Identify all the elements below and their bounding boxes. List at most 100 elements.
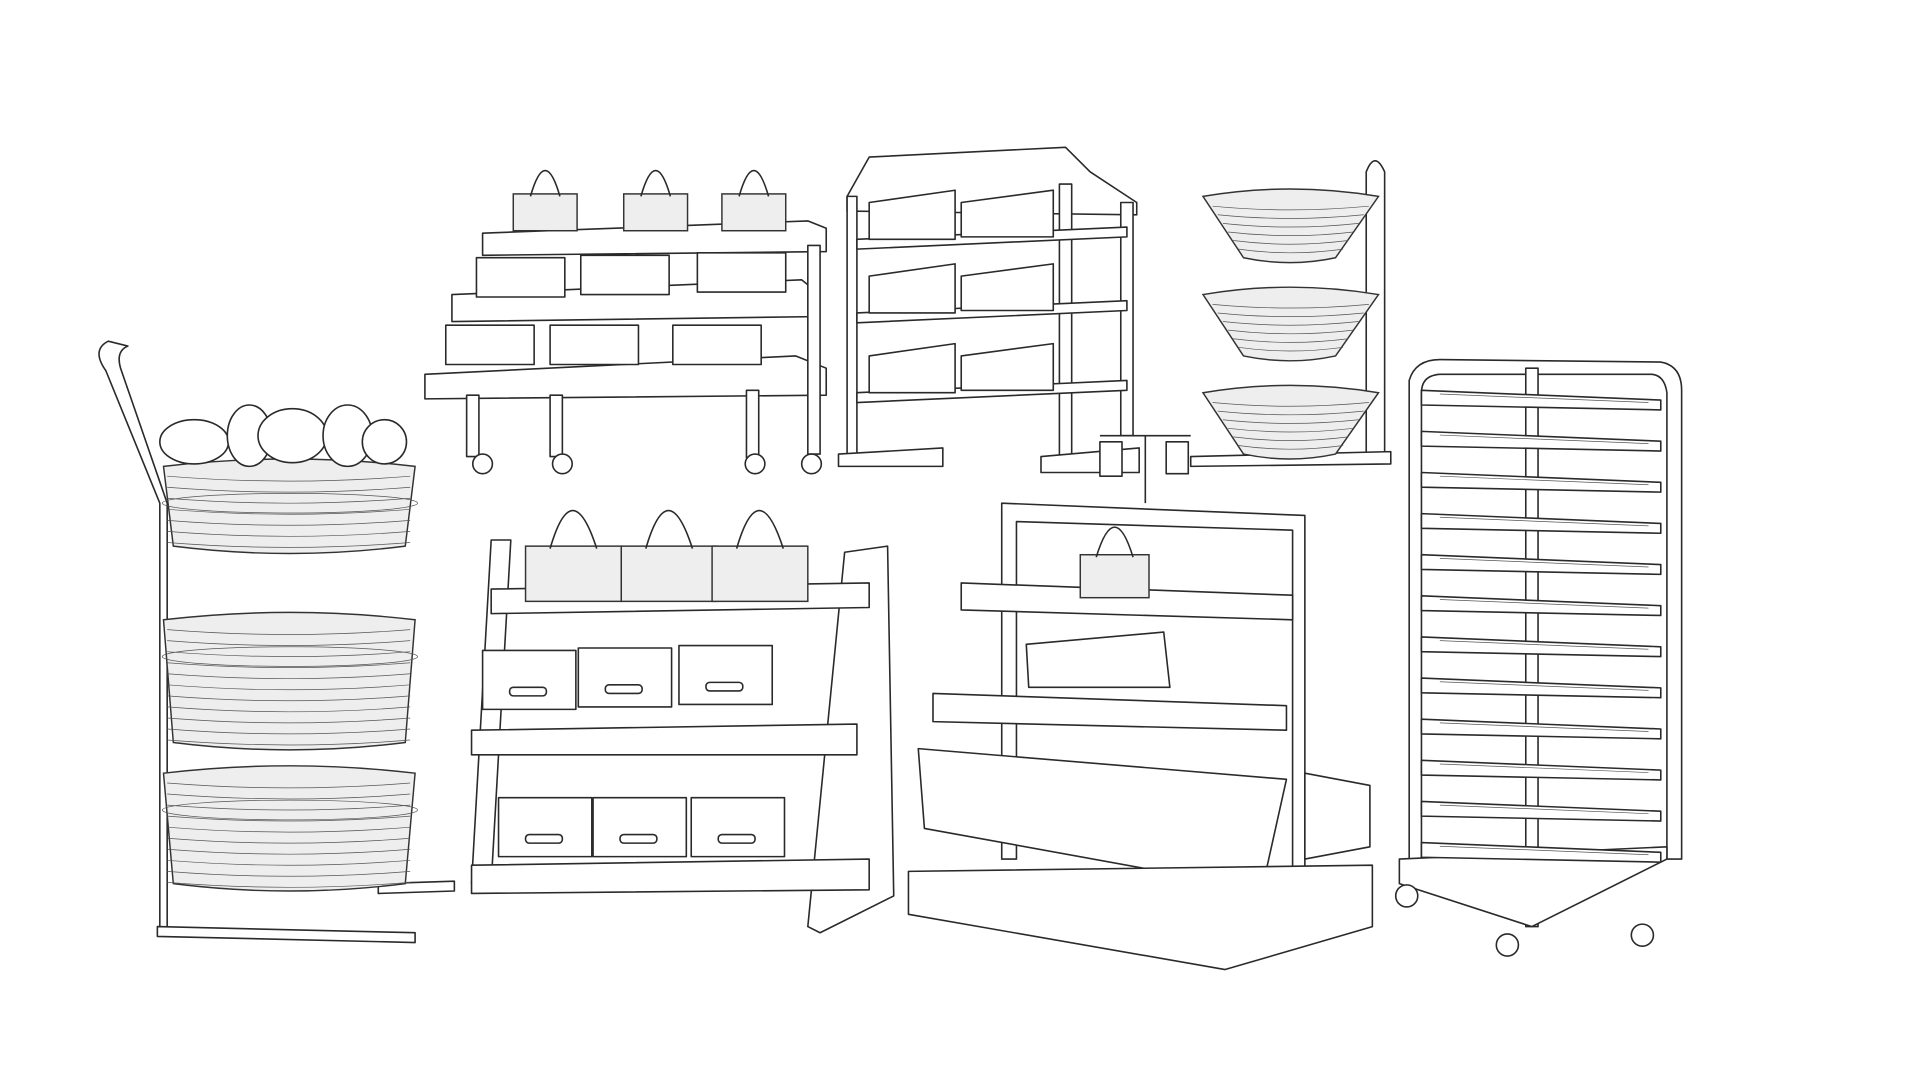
crate <box>497 796 593 858</box>
crate <box>678 644 774 706</box>
basket-handle <box>640 169 672 197</box>
crate <box>475 256 566 298</box>
tray-grid <box>1439 599 1649 609</box>
weave-line <box>1233 338 1349 343</box>
tray-grid <box>1439 393 1649 403</box>
weave-line <box>167 882 411 888</box>
caster-wheel <box>744 453 766 475</box>
wicker-basket-stand <box>98 340 456 944</box>
weave-line <box>167 793 411 800</box>
weave-line <box>1233 436 1349 441</box>
sign-hanger <box>1099 434 1191 504</box>
caster-wheel <box>1394 884 1419 908</box>
crate-handle-cutout <box>619 833 658 844</box>
weave-line <box>167 508 411 515</box>
stand-base <box>156 925 416 944</box>
baking-tray <box>1420 512 1662 535</box>
crate <box>549 324 640 366</box>
basket-ring <box>161 492 418 514</box>
wicker-basket <box>162 458 416 555</box>
caster-wheel <box>471 453 494 475</box>
crate-handle-cutout <box>524 833 564 844</box>
small-basket <box>512 193 578 232</box>
weave-line <box>1217 410 1364 416</box>
basket-handle <box>529 169 561 197</box>
weave-line <box>167 519 411 526</box>
weave-line <box>167 859 411 866</box>
crate-display-unit <box>907 434 1374 971</box>
crate <box>690 796 786 858</box>
baking-tray <box>1420 841 1662 863</box>
weave-line <box>167 486 411 493</box>
weave-line <box>167 531 411 537</box>
crate-handle-cutout <box>508 686 548 697</box>
weave-line <box>167 695 411 702</box>
bin <box>868 263 956 314</box>
tray-grid <box>1439 763 1649 773</box>
weave-line <box>167 837 411 844</box>
baking-tray <box>1420 759 1662 781</box>
weave-line <box>167 804 411 811</box>
basket-ring <box>161 799 418 821</box>
crate <box>696 252 787 293</box>
weave-line <box>167 826 411 833</box>
baking-tray <box>1420 595 1662 617</box>
weave-line <box>1227 329 1354 335</box>
weave-line <box>1217 214 1364 219</box>
weave-line <box>167 717 411 724</box>
round-basket-stand <box>1189 160 1392 468</box>
baking-tray <box>1420 677 1662 699</box>
basket-handle <box>549 509 598 549</box>
weave-line <box>1233 240 1349 245</box>
caster-wheel <box>551 453 573 475</box>
stand-handle <box>98 340 168 934</box>
small-basket <box>711 545 809 603</box>
slanted-bin-rack <box>837 146 1140 474</box>
weave-line <box>1238 445 1344 450</box>
weave-line <box>167 640 411 646</box>
tray-grid <box>1439 434 1649 445</box>
caster-wheel <box>1630 923 1655 948</box>
weave-line <box>1227 427 1354 433</box>
baking-tray <box>1420 389 1662 411</box>
weave-line <box>1238 248 1344 254</box>
weave-line <box>1212 402 1369 407</box>
tray-grid <box>1439 475 1649 486</box>
weave-line <box>167 629 411 635</box>
tray-grid <box>1439 845 1649 856</box>
weave-line <box>167 475 411 482</box>
baking-tray <box>1420 800 1662 822</box>
tiered-basket-table <box>424 169 828 475</box>
baking-tray <box>1420 430 1662 452</box>
crate-handle-cutout <box>604 684 643 695</box>
bin <box>868 189 956 241</box>
weave-line <box>1222 321 1359 326</box>
tray-grid <box>1439 640 1649 650</box>
tray-grid <box>1439 516 1649 527</box>
weave-line <box>167 542 411 548</box>
baking-tray <box>1420 553 1662 576</box>
small-basket <box>524 545 623 603</box>
round-basket <box>1201 188 1380 264</box>
crate <box>444 324 535 366</box>
weave-line <box>167 706 411 713</box>
crate <box>577 647 673 708</box>
basket-ring <box>161 646 418 667</box>
crate <box>481 649 577 711</box>
crate <box>672 324 762 366</box>
weave-line <box>167 662 411 669</box>
small-basket <box>1079 553 1150 599</box>
basket-group <box>161 458 418 892</box>
round-basket <box>1201 384 1380 460</box>
weave-line <box>1217 312 1364 317</box>
crate <box>579 254 670 296</box>
crate-handle-cutout <box>705 681 744 692</box>
wicker-basket <box>162 765 416 892</box>
tray-grid <box>1439 681 1649 691</box>
small-basket <box>721 193 787 232</box>
bin <box>868 342 956 394</box>
bin <box>960 189 1055 238</box>
weave-line <box>1222 222 1359 228</box>
bread-loaves <box>159 404 408 468</box>
bin <box>960 342 1055 392</box>
